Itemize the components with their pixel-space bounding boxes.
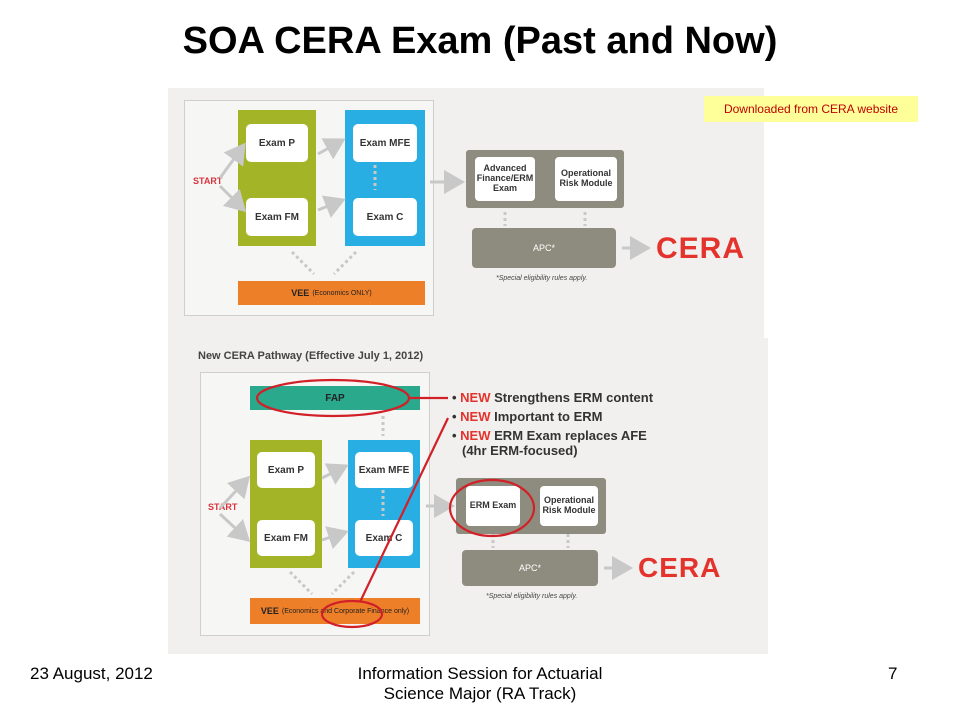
new-cera-logo: CERA [638, 552, 722, 583]
red-highlights [255, 378, 536, 629]
new-footnote: *Special eligibility rules apply. [486, 593, 578, 600]
new-operational-risk: Operational Risk Module [540, 486, 598, 526]
bullet-2: • NEW Important to ERM [452, 409, 603, 424]
bullet-3: • NEW ERM Exam replaces AFE (4hr ERM-foc… [452, 428, 647, 458]
bullet-3-tag: NEW [460, 428, 491, 443]
vee-callout-line [359, 417, 449, 603]
bullet-3-text: ERM Exam replaces AFE (4hr ERM-focused) [462, 428, 647, 458]
bullet-2-text: Important to ERM [494, 409, 603, 424]
past-footnote: *Special eligibility rules apply. [496, 275, 588, 282]
past-advanced-exam: Advanced Finance/ERM Exam [475, 157, 535, 201]
bullet-1-tag: NEW [460, 390, 491, 405]
bullet-2-tag: NEW [460, 409, 491, 424]
past-apc: APC* [472, 228, 616, 268]
new-arrows [218, 416, 633, 596]
new-change-bullets: • NEW Strengthens ERM content • NEW Impo… [452, 390, 682, 462]
source-note: Downloaded from CERA website [704, 96, 918, 122]
new-vee-detail: (Economics and Corporate Finance only) [281, 607, 410, 615]
new-exam-fm: Exam FM [257, 520, 315, 556]
new-exam-p: Exam P [257, 452, 315, 488]
past-pathway-panel: START Exam P Exam FM Exam MFE Exam C VEE… [168, 88, 764, 338]
new-vee-label: VEE [260, 606, 279, 616]
new-fap-bar: FAP [250, 386, 420, 410]
past-cera-logo: CERA [656, 232, 746, 265]
past-exam-p: Exam P [246, 124, 308, 162]
footer-date: 23 August, 2012 [30, 664, 153, 683]
fap-highlight-ellipse [255, 378, 411, 418]
past-start-label: START [193, 176, 223, 186]
past-exam-c: Exam C [353, 198, 417, 236]
past-vee-detail: (Economics ONLY) [312, 289, 372, 297]
new-erm-exam: ERM Exam [466, 486, 520, 526]
erm-highlight-ellipse [448, 478, 536, 538]
footer-page-number: 7 [888, 664, 898, 683]
past-operational-risk: Operational Risk Module [555, 157, 617, 201]
slide-title: SOA CERA Exam (Past and Now) [182, 20, 778, 62]
past-vee-bar: VEE (Economics ONLY) [238, 281, 425, 305]
vee-highlight-ellipse [320, 599, 384, 629]
past-vee-label: VEE [291, 288, 310, 298]
new-pathway-heading: New CERA Pathway (Effective July 1, 2012… [198, 350, 424, 362]
past-exam-fm: Exam FM [246, 198, 308, 236]
new-apc: APC* [462, 550, 598, 586]
past-arrows [218, 138, 651, 276]
footer-center: Information Session for Actuarial Scienc… [357, 664, 603, 703]
bullet-1-text: Strengthens ERM content [494, 390, 654, 405]
bullet-1: • NEW Strengthens ERM content [452, 390, 654, 405]
past-exam-mfe: Exam MFE [353, 124, 417, 162]
new-exam-mfe: Exam MFE [355, 452, 413, 488]
